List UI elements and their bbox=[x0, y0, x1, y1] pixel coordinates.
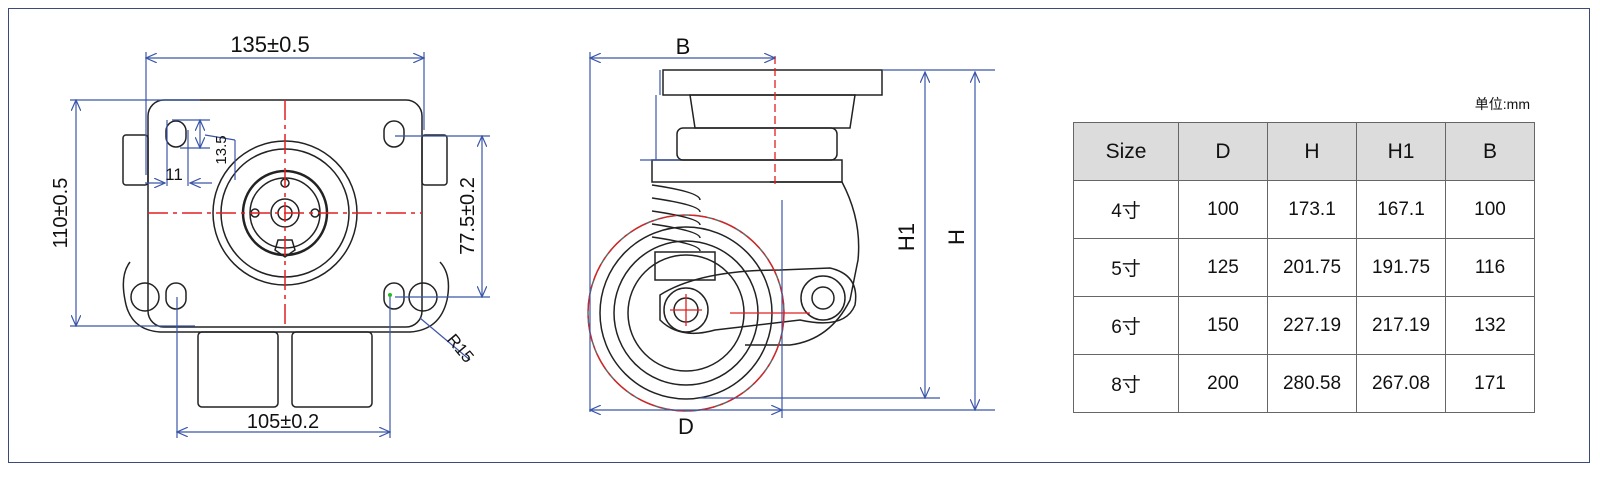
cell-size: 4寸 bbox=[1073, 180, 1179, 239]
swing-arm bbox=[659, 267, 857, 335]
dim-77-5: 77.5±0.2 bbox=[457, 177, 479, 255]
side-view bbox=[587, 69, 883, 412]
table-row: 8寸 200 280.58 267.08 171 bbox=[1073, 354, 1535, 413]
dim-r15: R15 bbox=[443, 330, 478, 366]
cell-d: 200 bbox=[1178, 354, 1268, 413]
hole-center-marker bbox=[388, 293, 392, 297]
slot-hole-bl bbox=[165, 282, 187, 310]
header-h: H bbox=[1267, 122, 1357, 181]
cell-h: 227.19 bbox=[1267, 296, 1357, 355]
bearing-housing bbox=[676, 127, 838, 161]
top-view-centerlines bbox=[148, 100, 422, 327]
cell-size: 6寸 bbox=[1073, 296, 1179, 355]
top-mount-plate bbox=[662, 69, 883, 96]
drawing-frame bbox=[8, 8, 1590, 463]
table-header-row: Size D H H1 B bbox=[1073, 122, 1535, 181]
dim-13-5: 13.5 bbox=[213, 135, 230, 164]
bottom-housing-right bbox=[291, 331, 373, 408]
cell-h1: 191.75 bbox=[1356, 238, 1446, 297]
spring-coils bbox=[651, 184, 701, 252]
axle-nut bbox=[663, 287, 709, 333]
unit-label: 单位:mm bbox=[1474, 96, 1530, 112]
table-row: 4寸 100 173.1 167.1 100 bbox=[1073, 180, 1535, 239]
header-size: Size bbox=[1073, 122, 1179, 181]
slot-hole-tr bbox=[383, 120, 405, 148]
label-h1: H1 bbox=[894, 223, 919, 251]
nut-right bbox=[421, 134, 448, 186]
dim-105: 105±0.2 bbox=[247, 411, 319, 433]
cell-b: 100 bbox=[1445, 180, 1535, 239]
fork-leg bbox=[745, 181, 860, 346]
cell-b: 132 bbox=[1445, 296, 1535, 355]
cell-size: 8寸 bbox=[1073, 354, 1179, 413]
cell-d: 125 bbox=[1178, 238, 1268, 297]
bolt-left-bottom bbox=[130, 282, 160, 312]
cell-h1: 217.19 bbox=[1356, 296, 1446, 355]
side-view-centerlines bbox=[587, 56, 810, 412]
swivel-body bbox=[689, 94, 856, 129]
cell-h: 201.75 bbox=[1267, 238, 1357, 297]
label-b: B bbox=[676, 34, 691, 59]
side-view-dimensions bbox=[590, 52, 995, 418]
cell-d: 150 bbox=[1178, 296, 1268, 355]
dim-135: 135±0.5 bbox=[230, 32, 309, 57]
cell-b: 116 bbox=[1445, 238, 1535, 297]
spring-block bbox=[654, 251, 716, 281]
dim-110: 110±0.5 bbox=[50, 178, 72, 249]
table-row: 5寸 125 201.75 191.75 116 bbox=[1073, 238, 1535, 297]
mounting-flange bbox=[122, 261, 450, 333]
table-row: 6寸 150 227.19 217.19 132 bbox=[1073, 296, 1535, 355]
cell-h1: 267.08 bbox=[1356, 354, 1446, 413]
cell-size: 5寸 bbox=[1073, 238, 1179, 297]
pivot-bushing bbox=[800, 275, 846, 321]
cell-d: 100 bbox=[1178, 180, 1268, 239]
cell-h: 173.1 bbox=[1267, 180, 1357, 239]
header-d: D bbox=[1178, 122, 1268, 181]
spring-collar bbox=[651, 159, 843, 183]
top-view-dimensions bbox=[70, 52, 490, 438]
nut-left bbox=[122, 134, 149, 186]
header-h1: H1 bbox=[1356, 122, 1446, 181]
cell-h: 280.58 bbox=[1267, 354, 1357, 413]
header-b: B bbox=[1445, 122, 1535, 181]
cell-b: 171 bbox=[1445, 354, 1535, 413]
label-d: D bbox=[678, 414, 694, 439]
slot-hole-br bbox=[383, 282, 405, 310]
dim-11: 11 bbox=[165, 165, 183, 184]
label-h: H bbox=[944, 229, 969, 245]
spec-table: Size D H H1 B 4寸 100 173.1 167.1 100 5寸 … bbox=[1073, 122, 1535, 413]
bottom-housing-left bbox=[197, 331, 279, 408]
slot-hole-tl bbox=[165, 120, 187, 148]
cell-h1: 167.1 bbox=[1356, 180, 1446, 239]
